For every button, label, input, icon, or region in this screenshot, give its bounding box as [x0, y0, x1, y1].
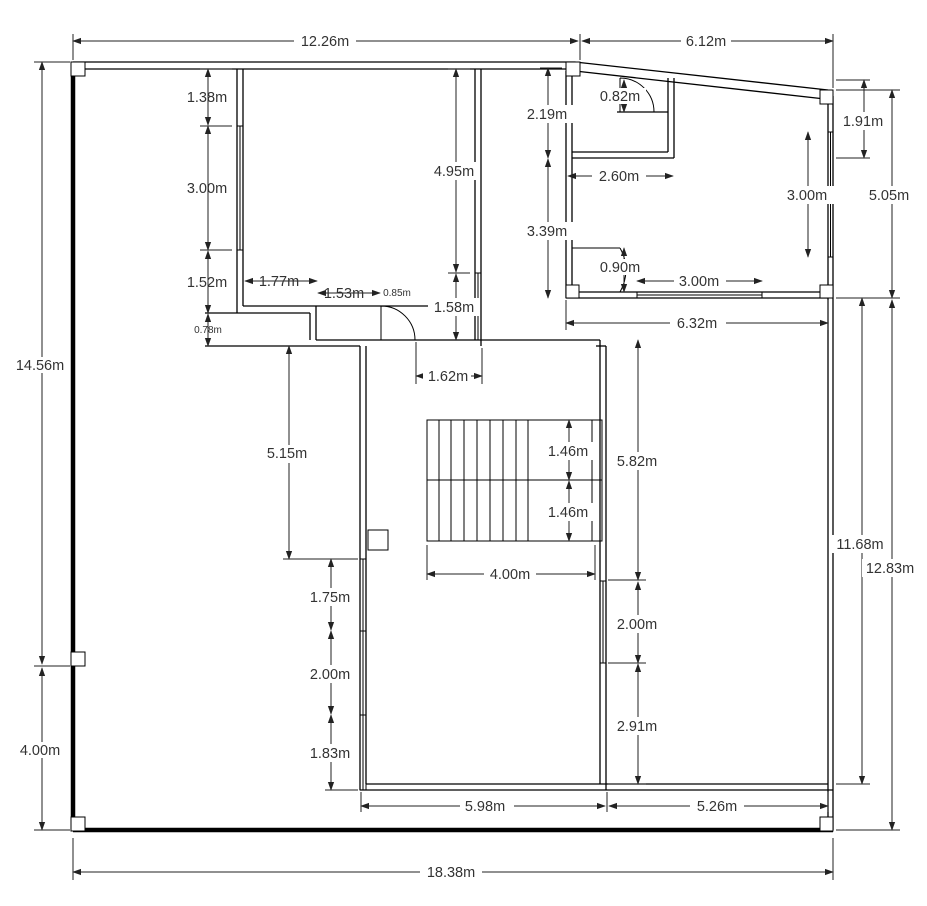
- dim-stair-hall-right-upper: 5.82m: [617, 454, 657, 470]
- dim-ne-door: 0.90m: [600, 260, 640, 276]
- dim-top-left-span: 12.26m: [301, 34, 349, 50]
- dim-hall-opening: 1.62m: [428, 369, 468, 385]
- dim-left-room-wall-top: 1.38m: [187, 90, 227, 106]
- columns: [70, 61, 834, 832]
- dim-stair-hall-left-lower: 1.83m: [310, 746, 350, 762]
- dim-stair-hall-width: 5.98m: [465, 799, 505, 815]
- dim-stair-hall-left-upper: 1.75m: [310, 590, 350, 606]
- dim-right-outer-upper: 5.05m: [869, 188, 909, 204]
- dim-ne-room-lower: 3.39m: [527, 224, 567, 240]
- dim-stair-flight-lower: 1.46m: [548, 505, 588, 521]
- dim-bath-width: 2.60m: [599, 169, 639, 185]
- dim-room-height: 4.95m: [434, 164, 474, 180]
- doors: [380, 77, 655, 341]
- dim-hall-width: 1.53m: [324, 286, 364, 302]
- dim-ne-right-upper: 1.91m: [843, 114, 883, 130]
- dim-stair-hall-gap: 5.15m: [267, 446, 307, 462]
- dim-left-total-height: 14.56m: [16, 358, 64, 374]
- dim-left-room-width: 1.77m: [259, 274, 299, 290]
- dim-stair-flight-upper: 1.46m: [548, 444, 588, 460]
- dim-ne-window-width: 3.00m: [679, 274, 719, 290]
- dim-right-room-width: 5.26m: [697, 799, 737, 815]
- dim-right-inner-lower: 11.68m: [836, 537, 883, 553]
- staircase: [426, 419, 603, 542]
- dim-top-right-span: 6.12m: [686, 34, 726, 50]
- dim-left-room-window: 3.00m: [187, 181, 227, 197]
- dim-left-lower: 4.00m: [20, 743, 60, 759]
- dim-hall-offset: 1.58m: [434, 300, 474, 316]
- dim-step-ledge: 0.78m: [194, 325, 222, 336]
- dim-stair-hall-right-window: 2.00m: [617, 617, 657, 633]
- dim-right-outer-lower: 12.83m: [866, 561, 914, 577]
- dim-bath-door: 0.82m: [600, 89, 640, 105]
- dim-ne-room-width: 6.32m: [677, 316, 717, 332]
- dimension-labels: 12.26m 6.12m 18.38m 14.56m 4.00m 1.38m 3…: [10, 33, 918, 881]
- dim-stair-hall-right-lower: 2.91m: [617, 719, 657, 735]
- dim-ne-window-height: 3.00m: [787, 188, 827, 204]
- dim-door-small: 0.85m: [383, 288, 411, 299]
- dim-bath-height: 2.19m: [527, 107, 567, 123]
- dim-left-room-wall-bottom: 1.52m: [187, 275, 227, 291]
- dim-overall-bottom: 18.38m: [427, 865, 475, 881]
- dim-stair-width: 4.00m: [490, 567, 530, 583]
- dimension-lines: [34, 34, 900, 880]
- dim-stair-hall-left-window: 2.00m: [310, 667, 350, 683]
